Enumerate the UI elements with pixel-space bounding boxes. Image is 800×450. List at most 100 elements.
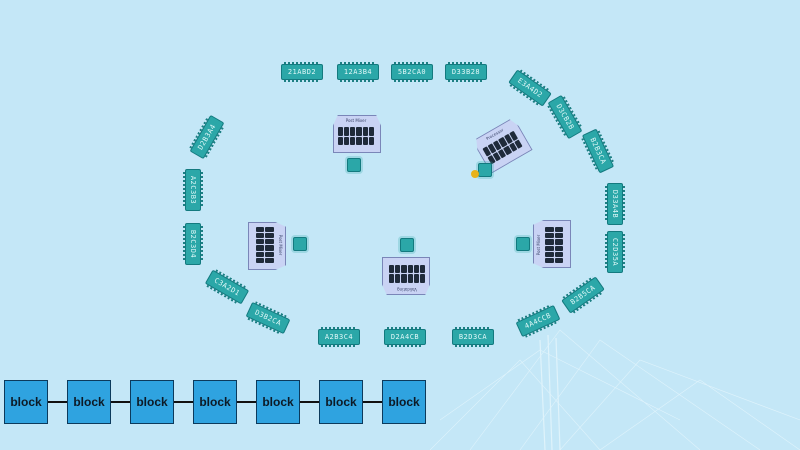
ring-chip[interactable]: B2D3CA bbox=[452, 327, 494, 347]
blockchain: block block block block block block block bbox=[0, 380, 430, 424]
chain-block[interactable]: block bbox=[319, 380, 363, 424]
hub-slot bbox=[356, 127, 362, 136]
hub-slot bbox=[401, 265, 407, 274]
hub-slot bbox=[554, 251, 563, 257]
hub-slot bbox=[419, 265, 425, 274]
hub-slot bbox=[265, 251, 274, 257]
small-chip-node[interactable] bbox=[478, 163, 492, 177]
hub-slot bbox=[389, 265, 395, 274]
hub-slot bbox=[554, 227, 563, 233]
chip-body: D33A4B bbox=[607, 183, 623, 225]
ring-chip[interactable]: D33B28 bbox=[445, 62, 487, 82]
chip-label: A2B3C4 bbox=[324, 332, 354, 341]
hub-slot bbox=[344, 136, 350, 145]
chip-label: D2A4CB bbox=[390, 332, 420, 341]
chip-body: D2A4CB bbox=[384, 327, 426, 347]
hub-slot bbox=[395, 274, 401, 283]
ring-chip[interactable]: C2D35A bbox=[607, 231, 623, 273]
ring-chip[interactable]: 5B2CA0 bbox=[391, 62, 433, 82]
hub-slot bbox=[554, 239, 563, 245]
chain-link bbox=[237, 401, 256, 403]
active-indicator-dot bbox=[471, 170, 479, 178]
chain-block[interactable]: block bbox=[382, 380, 426, 424]
chain-link bbox=[48, 401, 67, 403]
ring-chip[interactable]: B2C3D4 bbox=[185, 223, 201, 265]
small-chip-node[interactable] bbox=[400, 238, 414, 252]
chip-label: 5B2CA0 bbox=[397, 67, 427, 76]
hub-slot-grid bbox=[338, 127, 374, 145]
hub-slot bbox=[265, 257, 274, 263]
chip-body: 21ABD2 bbox=[281, 62, 323, 82]
hub-slot bbox=[389, 274, 395, 283]
chip-body: B2C3D4 bbox=[185, 223, 201, 265]
hub-node[interactable]: Post Mixer bbox=[333, 115, 381, 153]
hub-slot bbox=[338, 127, 344, 136]
hub-label: Post Mixer bbox=[345, 118, 367, 123]
hub-slot bbox=[265, 227, 274, 233]
hub-slot bbox=[419, 274, 425, 283]
chip-body: 5B2CA0 bbox=[391, 62, 433, 82]
hub-slot bbox=[368, 136, 374, 145]
chip-label: 12A3B4 bbox=[343, 67, 373, 76]
hub-slot bbox=[554, 257, 563, 263]
hub-slot bbox=[545, 257, 554, 263]
hub-slot bbox=[554, 245, 563, 251]
hub-slot bbox=[401, 274, 407, 283]
small-chip-node[interactable] bbox=[347, 158, 361, 172]
hub-node[interactable]: Post Mixer bbox=[250, 222, 286, 268]
hub-slot bbox=[256, 233, 265, 239]
hub-slot bbox=[256, 251, 265, 257]
small-chip-node[interactable] bbox=[293, 237, 307, 251]
chain-block[interactable]: block bbox=[4, 380, 48, 424]
hub-slot bbox=[338, 136, 344, 145]
chip-label: D3B2CA bbox=[253, 307, 283, 328]
ring-chip[interactable]: A2C3B3 bbox=[185, 169, 201, 211]
chain-link bbox=[300, 401, 319, 403]
chip-label: B2D3CA bbox=[458, 332, 488, 341]
hub-slot bbox=[362, 127, 368, 136]
chip-label: C2D35A bbox=[611, 237, 620, 267]
hub-slot bbox=[265, 245, 274, 251]
hub-slot bbox=[265, 233, 274, 239]
chip-label: 21ABD2 bbox=[287, 67, 317, 76]
hub-slot bbox=[545, 251, 554, 257]
hub-slot-grid bbox=[389, 265, 425, 283]
ring-chip[interactable]: 21ABD2 bbox=[281, 62, 323, 82]
hub-slot bbox=[413, 265, 419, 274]
chain-block[interactable]: block bbox=[256, 380, 300, 424]
hub-slot bbox=[256, 239, 265, 245]
hub-slot bbox=[407, 274, 413, 283]
chip-body: 12A3B4 bbox=[337, 62, 379, 82]
chain-block[interactable]: block bbox=[193, 380, 237, 424]
hub-slot bbox=[554, 233, 563, 239]
hub-slot bbox=[395, 265, 401, 274]
hub-slot bbox=[368, 127, 374, 136]
chip-body: D33B28 bbox=[445, 62, 487, 82]
hub-label: Post Mixer bbox=[278, 234, 283, 256]
chip-label: B2C3D4 bbox=[189, 229, 198, 259]
hub-slot bbox=[356, 136, 362, 145]
chip-label: D33A4B bbox=[611, 189, 620, 219]
hub-slot-grid bbox=[545, 227, 563, 263]
small-chip-node[interactable] bbox=[516, 237, 530, 251]
chip-label: A2C3B3 bbox=[189, 175, 198, 205]
ring-chip[interactable]: D33A4B bbox=[607, 183, 623, 225]
ring-chip[interactable]: A2B3C4 bbox=[318, 327, 360, 347]
chain-link bbox=[363, 401, 382, 403]
hub-node[interactable]: Post Mixer bbox=[533, 222, 569, 268]
chain-block[interactable]: block bbox=[130, 380, 174, 424]
hub-slot bbox=[362, 136, 368, 145]
hub-slot bbox=[344, 127, 350, 136]
chip-body: A2B3C4 bbox=[318, 327, 360, 347]
chain-block[interactable]: block bbox=[67, 380, 111, 424]
ring-chip[interactable]: 12A3B4 bbox=[337, 62, 379, 82]
hub-slot bbox=[265, 239, 274, 245]
chain-link bbox=[174, 401, 193, 403]
hub-slot bbox=[350, 127, 356, 136]
hub-slot-grid bbox=[256, 227, 274, 263]
hub-node[interactable]: Validating bbox=[384, 259, 430, 295]
hub-slot bbox=[545, 239, 554, 245]
ring-chip[interactable]: D2A4CB bbox=[384, 327, 426, 347]
